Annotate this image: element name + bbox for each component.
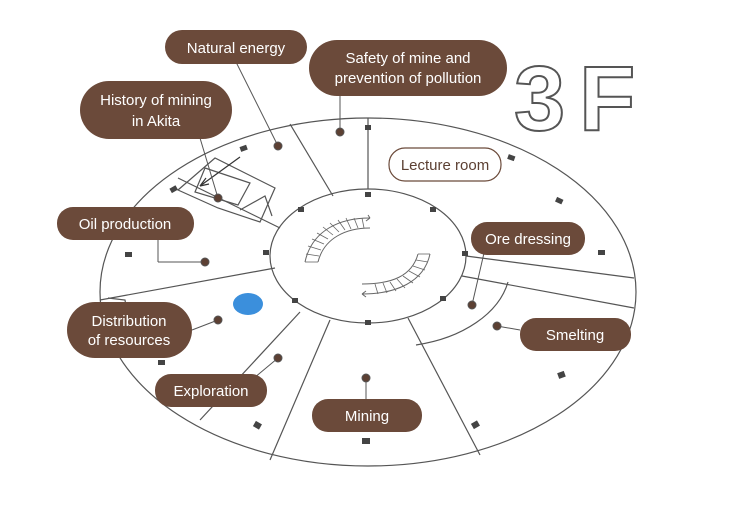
label-ore-dressing: Ore dressing <box>471 222 585 255</box>
room-outline <box>239 195 273 217</box>
label-exploration: Exploration <box>155 374 267 407</box>
floor-outline <box>99 117 637 467</box>
wall <box>177 177 281 229</box>
wall <box>407 317 481 456</box>
floor-indicator: 3F <box>514 48 649 150</box>
direction-arrow <box>199 156 241 187</box>
label-smelting: Smelting <box>520 318 631 351</box>
wall-markers <box>125 125 605 444</box>
label-mining-text: Mining <box>345 408 389 425</box>
room-outline <box>194 167 251 206</box>
label-ore-dressing-text: Ore dressing <box>485 231 571 248</box>
wall <box>465 255 635 279</box>
inner-arc <box>415 281 509 346</box>
label-distribution-line1: Distribution <box>91 313 166 330</box>
label-mining: Mining <box>312 399 422 432</box>
wall <box>289 123 334 197</box>
wall <box>99 267 276 301</box>
label-natural-energy: Natural energy <box>165 30 307 64</box>
current-location-marker <box>233 293 263 315</box>
label-exploration-text: Exploration <box>173 383 248 400</box>
label-lecture-room-text: Lecture room <box>401 157 489 174</box>
staircase <box>304 214 431 298</box>
label-oil-production-text: Oil production <box>79 216 172 233</box>
label-natural-energy-text: Natural energy <box>187 40 286 57</box>
label-distribution-line2: of resources <box>88 332 171 349</box>
room-outline <box>176 157 276 223</box>
label-lecture-room: Lecture room <box>388 147 502 182</box>
wall <box>461 275 635 309</box>
wall <box>269 319 331 461</box>
label-history-line1: History of mining <box>100 92 212 109</box>
label-safety-line1: Safety of mine and <box>345 50 470 67</box>
label-history: History of mining in Akita <box>80 81 232 139</box>
label-distribution: Distribution of resources <box>67 302 192 358</box>
label-safety-line2: prevention of pollution <box>335 70 482 87</box>
label-smelting-text: Smelting <box>546 327 604 344</box>
label-safety: Safety of mine and prevention of polluti… <box>309 40 507 96</box>
label-history-line2: in Akita <box>132 113 181 130</box>
label-oil-production: Oil production <box>57 207 194 240</box>
